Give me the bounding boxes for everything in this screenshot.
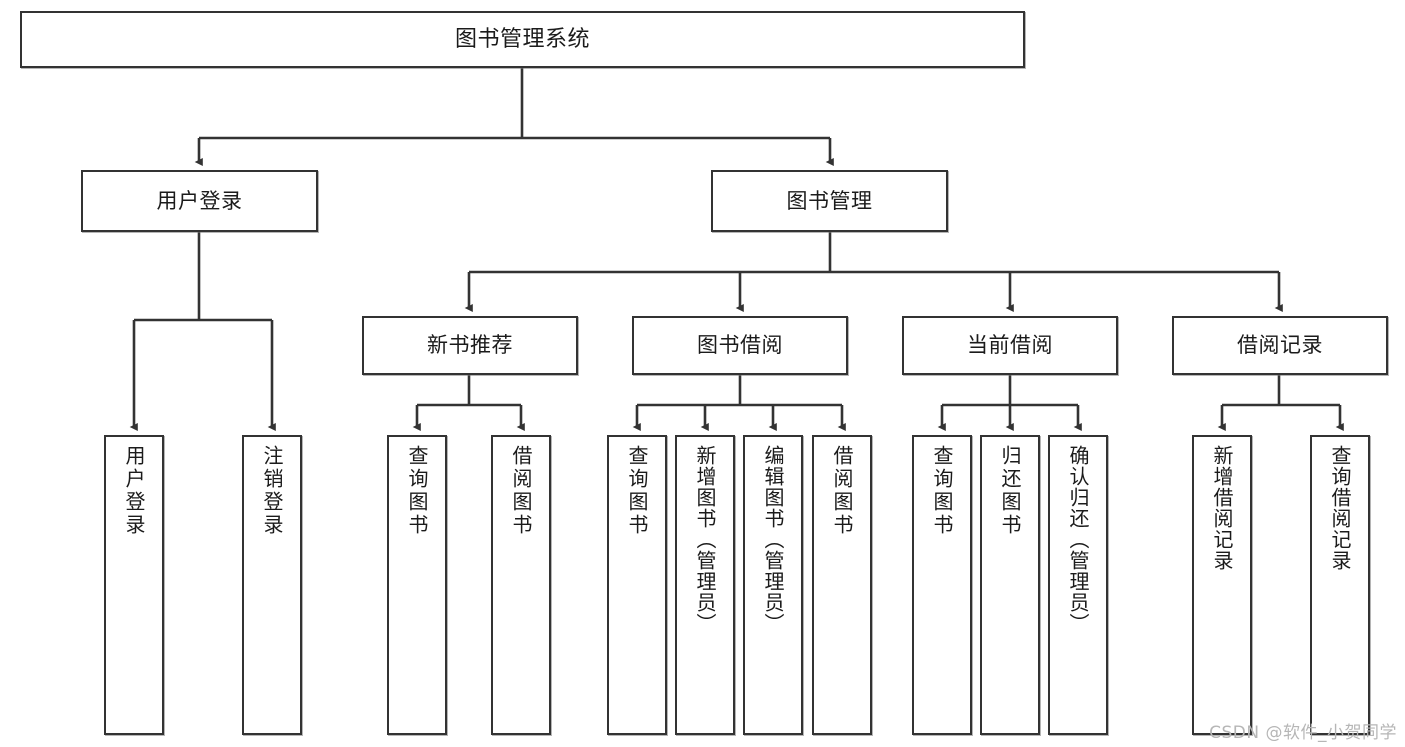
node-book-borrow[interactable]: 图书借阅: [632, 316, 848, 375]
node-borrow-record-label: 借阅记录: [1237, 333, 1323, 358]
node-book-manage-label: 图书管理: [786, 188, 873, 213]
node-current-borrow-label: 当前借阅: [967, 333, 1053, 358]
node-leaf-borrow-edit[interactable]: 编辑图书（管理员）: [743, 435, 803, 735]
node-leaf-user-login-label: 用户登录: [122, 445, 146, 537]
node-leaf-newbook-borrow-label: 借阅图书: [509, 445, 533, 537]
node-leaf-borrow-query[interactable]: 查询图书: [607, 435, 667, 735]
node-book-borrow-label: 图书借阅: [697, 333, 783, 358]
node-user-login[interactable]: 用户登录: [81, 170, 318, 232]
node-user-login-label: 用户登录: [156, 188, 243, 213]
node-leaf-borrow-do-label: 借阅图书: [830, 445, 854, 537]
csdn-watermark: CSDN @软件_小贺同学: [1209, 723, 1397, 743]
node-leaf-record-query-label: 查询借阅记录: [1328, 445, 1352, 571]
node-book-manage[interactable]: 图书管理: [711, 170, 948, 232]
node-leaf-borrow-do[interactable]: 借阅图书: [812, 435, 872, 735]
node-leaf-borrow-add[interactable]: 新增图书（管理员）: [675, 435, 735, 735]
node-leaf-current-query[interactable]: 查询图书: [912, 435, 972, 735]
node-leaf-logout-label: 注销登录: [260, 445, 284, 537]
node-leaf-logout[interactable]: 注销登录: [242, 435, 302, 735]
node-leaf-borrow-query-label: 查询图书: [625, 445, 649, 537]
node-leaf-newbook-query[interactable]: 查询图书: [387, 435, 447, 735]
node-leaf-record-add-label: 新增借阅记录: [1210, 445, 1234, 571]
node-leaf-current-return-label: 归还图书: [998, 445, 1022, 537]
node-leaf-current-confirm-return[interactable]: 确认归还（管理员）: [1048, 435, 1108, 735]
node-borrow-record[interactable]: 借阅记录: [1172, 316, 1388, 375]
node-root-system[interactable]: 图书管理系统: [20, 11, 1025, 68]
node-leaf-current-return[interactable]: 归还图书: [980, 435, 1040, 735]
node-leaf-newbook-borrow[interactable]: 借阅图书: [491, 435, 551, 735]
node-leaf-user-login[interactable]: 用户登录: [104, 435, 164, 735]
node-leaf-current-query-label: 查询图书: [930, 445, 954, 537]
node-leaf-borrow-edit-label: 编辑图书（管理员）: [761, 445, 785, 634]
node-new-book-recommend[interactable]: 新书推荐: [362, 316, 578, 375]
node-leaf-record-query[interactable]: 查询借阅记录: [1310, 435, 1370, 735]
node-current-borrow[interactable]: 当前借阅: [902, 316, 1118, 375]
node-leaf-newbook-query-label: 查询图书: [405, 445, 429, 537]
node-leaf-current-confirm-return-label: 确认归还（管理员）: [1066, 445, 1090, 634]
node-leaf-record-add[interactable]: 新增借阅记录: [1192, 435, 1252, 735]
node-leaf-borrow-add-label: 新增图书（管理员）: [693, 445, 717, 634]
node-new-book-recommend-label: 新书推荐: [427, 333, 513, 358]
node-root-system-label: 图书管理系统: [454, 26, 590, 52]
